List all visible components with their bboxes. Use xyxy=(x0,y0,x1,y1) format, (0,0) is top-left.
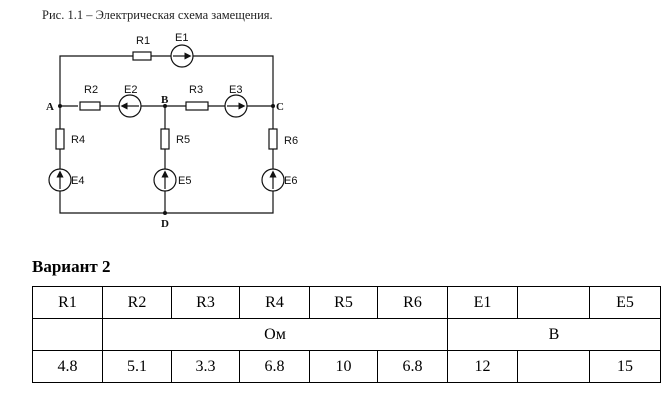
source-e4 xyxy=(48,168,72,192)
value-cell: 12 xyxy=(447,350,518,383)
header-cell: R5 xyxy=(309,286,378,319)
units-voltage-cell: В xyxy=(447,318,661,351)
value-cell: 3.3 xyxy=(171,350,240,383)
resistor-r6 xyxy=(268,128,278,150)
node-label-d: D xyxy=(161,218,169,230)
label-r1: R1 xyxy=(136,35,150,47)
source-e1 xyxy=(170,44,194,68)
value-cell xyxy=(517,350,590,383)
label-e4: E4 xyxy=(71,175,84,187)
node-dot-c xyxy=(271,104,275,108)
figure-caption: Рис. 1.1 – Электрическая схема замещения… xyxy=(42,8,273,22)
header-cell: E1 xyxy=(447,286,518,319)
values-row: 4.8 5.1 3.3 6.8 10 6.8 12 15 xyxy=(32,350,661,383)
label-r4: R4 xyxy=(71,134,85,146)
value-cell: 5.1 xyxy=(102,350,172,383)
node-dot-a xyxy=(58,104,62,108)
label-r6: R6 xyxy=(284,135,298,147)
wire-top-branch xyxy=(59,55,274,106)
label-r5: R5 xyxy=(176,134,190,146)
circuit-diagram: R1 E1 R2 E2 R3 E3 R4 E4 xyxy=(46,32,298,230)
resistor-r5 xyxy=(160,128,170,150)
source-e3 xyxy=(224,94,248,118)
resistor-r3 xyxy=(185,101,209,111)
label-r3: R3 xyxy=(189,84,203,96)
source-e6 xyxy=(261,168,285,192)
label-e3: E3 xyxy=(229,84,242,96)
units-empty-cell xyxy=(32,318,103,351)
units-row: Ом В xyxy=(32,318,661,351)
header-cell: R4 xyxy=(239,286,310,319)
header-cell: R3 xyxy=(171,286,240,319)
units-resistance-cell: Ом xyxy=(102,318,448,351)
label-r2: R2 xyxy=(84,84,98,96)
header-cell: E5 xyxy=(589,286,661,319)
resistor-r2 xyxy=(79,101,101,111)
node-label-a: A xyxy=(46,101,54,113)
parameters-table: R1 R2 R3 R4 R5 R6 E1 E5 Ом В 4.8 5.1 3.3… xyxy=(32,286,661,383)
wire-left-branch xyxy=(59,106,274,214)
header-cell: R2 xyxy=(102,286,172,319)
header-cell xyxy=(517,286,590,319)
header-cell: R6 xyxy=(377,286,448,319)
node-label-b: B xyxy=(161,94,169,106)
node-dot-d xyxy=(163,211,167,215)
label-e1: E1 xyxy=(175,32,188,44)
header-row: R1 R2 R3 R4 R5 R6 E1 E5 xyxy=(32,286,661,319)
source-e5 xyxy=(153,168,177,192)
node-dot-b xyxy=(163,104,167,108)
source-e2 xyxy=(118,94,142,118)
label-e2: E2 xyxy=(124,84,137,96)
label-e5: E5 xyxy=(178,175,191,187)
label-e6: E6 xyxy=(284,175,297,187)
variant-title: Вариант 2 xyxy=(32,257,111,276)
value-cell: 4.8 xyxy=(32,350,103,383)
resistor-r4 xyxy=(55,128,65,150)
value-cell: 10 xyxy=(309,350,378,383)
resistor-r1 xyxy=(132,51,152,61)
node-label-c: C xyxy=(276,101,284,113)
header-cell: R1 xyxy=(32,286,103,319)
value-cell: 6.8 xyxy=(377,350,448,383)
value-cell: 6.8 xyxy=(239,350,310,383)
value-cell: 15 xyxy=(589,350,661,383)
